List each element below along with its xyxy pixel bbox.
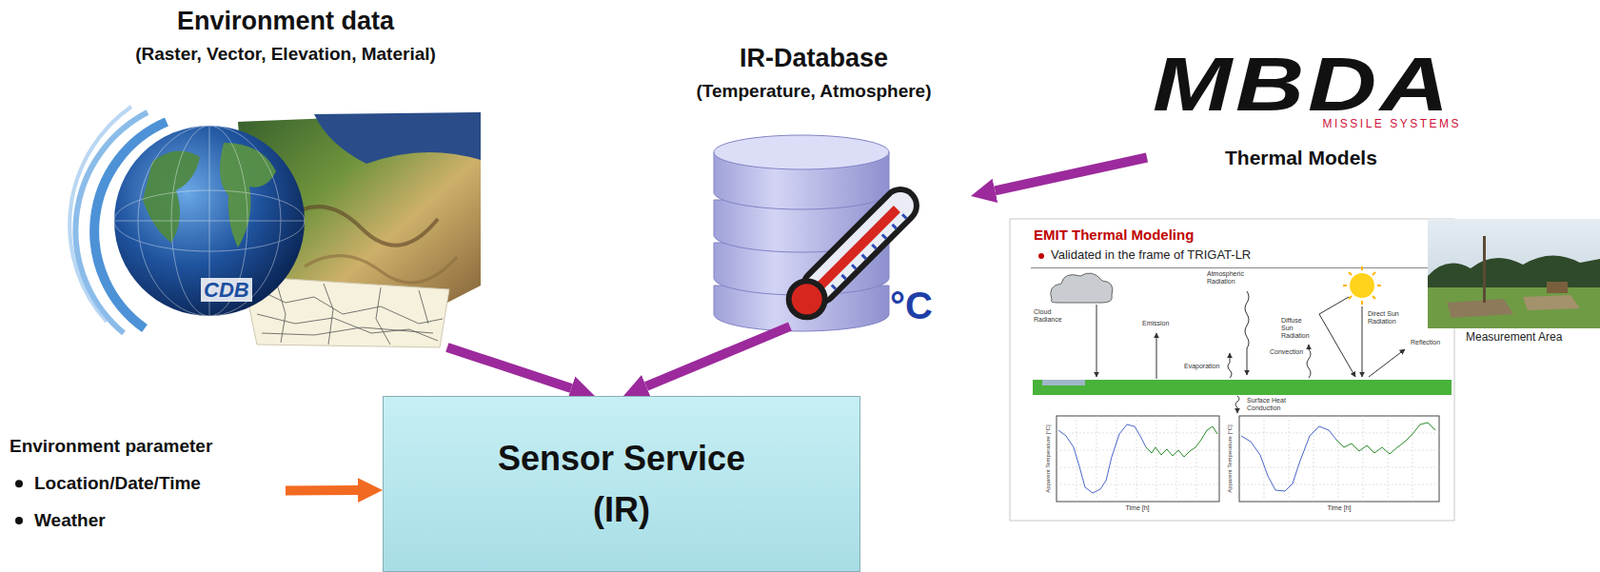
axis-label: Time [h]: [1125, 504, 1149, 513]
flow-arrow: [447, 347, 572, 389]
photo-caption: Measurement Area: [1465, 331, 1562, 345]
cloud: [1050, 273, 1113, 303]
flux-label: Emission: [1142, 319, 1169, 328]
model-source: MBDAMISSILE SYSTEMS Thermal Models: [1146, 52, 1462, 177]
flux-arrows: [1096, 291, 1405, 414]
axis-label: Apparent Temperature [°C]: [1045, 424, 1052, 493]
database: IR-Database (Temperature, Atmosphere): [656, 42, 971, 327]
measurement-photo: [1427, 218, 1600, 329]
terrain-sea: [314, 112, 481, 164]
flow-arrow: [285, 485, 358, 495]
heading: Environment parameter: [9, 435, 213, 458]
box-title: Sensor Service (IR): [478, 433, 765, 536]
axis-label: Time [h]: [1326, 504, 1351, 513]
flow-arrow: [646, 326, 791, 387]
flux-label: Convection: [1269, 348, 1304, 356]
bullet: [15, 479, 23, 488]
axis-label: Apparent Temperature [°C]: [1226, 424, 1234, 493]
terrain-ridge: [285, 206, 438, 246]
bullet: [1038, 253, 1045, 259]
sun: [1343, 266, 1382, 305]
terrain-ridge: [304, 256, 457, 283]
ground: [1032, 379, 1452, 396]
globe-land: [219, 142, 277, 248]
vector-lines: [249, 280, 443, 345]
thermal-model-panel: [1009, 218, 1455, 521]
subheading: (Raster, Vector, Elevation, Material): [135, 43, 436, 66]
unit-symbol: °C: [889, 283, 933, 328]
globe: [114, 125, 305, 317]
flux-label: Cloud Radiance: [1033, 308, 1072, 324]
subheading: (Temperature, Atmosphere): [695, 80, 931, 103]
panel-title: EMIT Thermal Modeling: [1033, 226, 1194, 243]
flux-label: Reflection: [1410, 338, 1441, 347]
parameter-list: Environment parameterLocation/Date/TimeW…: [9, 435, 286, 546]
temperature-chart: [1056, 415, 1220, 502]
bullet: [15, 516, 23, 525]
company-logo: MBDA: [1152, 52, 1453, 118]
flux-label: Diffuse Sun Radiation: [1281, 316, 1316, 340]
flux-label: Atmospheric Radiation: [1206, 270, 1265, 286]
heading: Environment data: [177, 5, 395, 37]
panel-note: Validated in the frame of TRIGAT-LR: [1050, 248, 1251, 263]
flux-label: Evaporation: [1184, 362, 1220, 371]
temperature-chart: [1239, 415, 1440, 502]
source-label: Thermal Models: [1224, 145, 1378, 170]
bullet-item: Location/Date/Time: [34, 473, 201, 495]
globe-grid: [114, 125, 305, 317]
process-box: Sensor Service (IR): [382, 395, 861, 572]
flow-arrow: [994, 158, 1147, 192]
data-source: Environment data (Raster, Vector, Elevati…: [76, 5, 495, 348]
flux-label: Direct Sun Radiation: [1367, 310, 1401, 326]
environment-data-illustration: [69, 106, 481, 348]
heading: IR-Database: [739, 42, 889, 74]
logo-subtitle: MISSILE SYSTEMS: [1322, 117, 1462, 131]
flux-label: Surface Heat Conduction: [1246, 396, 1314, 413]
bullet-item: Weather: [34, 510, 106, 533]
logo-text: CDB: [200, 277, 253, 302]
